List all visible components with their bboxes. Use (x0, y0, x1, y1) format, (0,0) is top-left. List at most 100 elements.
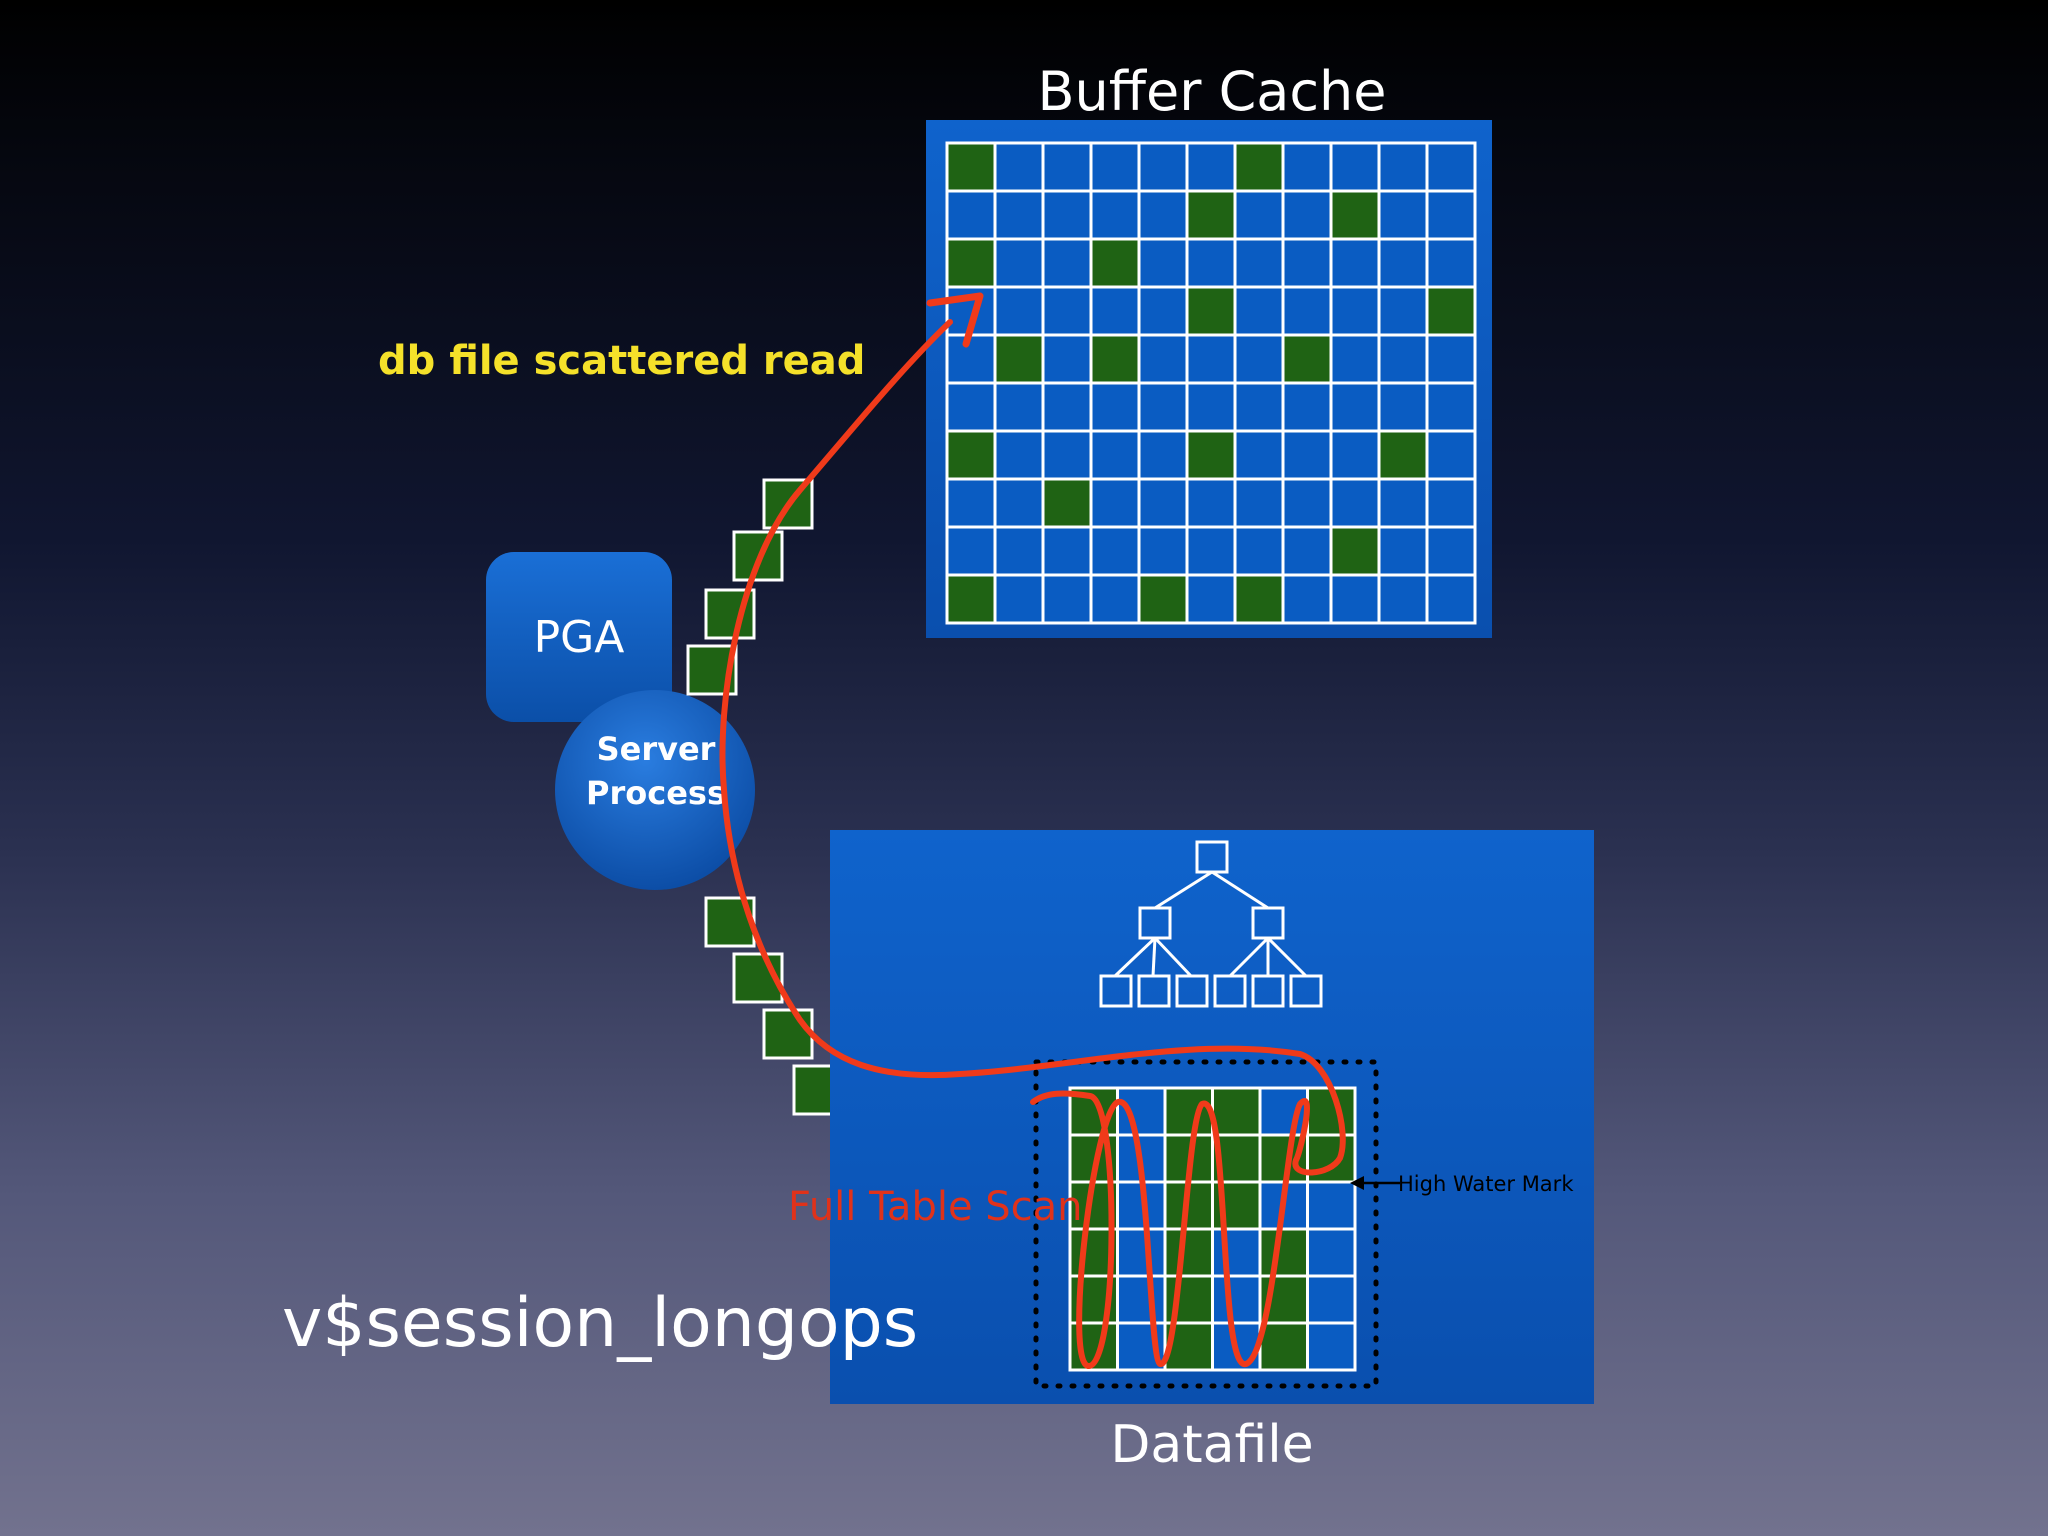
full-table-scan-path (719, 319, 1346, 1369)
index-leaf-node (1175, 974, 1209, 1008)
cache-block-empty (1329, 429, 1381, 481)
index-leaf-node (1137, 974, 1171, 1008)
cache-block-empty (993, 573, 1045, 625)
cache-block-filled (1281, 333, 1333, 385)
cache-block-filled (1185, 429, 1237, 481)
cache-block-empty (1185, 141, 1237, 193)
cache-block-empty (945, 189, 997, 241)
table-block-filled (1163, 1227, 1214, 1278)
cache-block-empty (1041, 573, 1093, 625)
cache-block-empty (1185, 573, 1237, 625)
index-leaf-node (1099, 974, 1133, 1008)
server-process-circle (555, 690, 755, 890)
server-process-label-line1: Server (597, 730, 716, 768)
cache-block-empty (1137, 525, 1189, 577)
table-block-empty (1211, 1274, 1262, 1325)
transit-block (762, 1008, 814, 1060)
cache-block-empty (1185, 477, 1237, 529)
cache-block-empty (1137, 237, 1189, 289)
cache-block-empty (1089, 189, 1141, 241)
cache-block-filled (1041, 477, 1093, 529)
arrowhead (926, 292, 984, 348)
index-branch-node (1138, 906, 1172, 940)
cache-block-empty (993, 237, 1045, 289)
cache-block-empty (1377, 525, 1429, 577)
table-segment-outline (1033, 1059, 1379, 1389)
cache-block-empty (1089, 429, 1141, 481)
cache-block-empty (993, 525, 1045, 577)
cache-block-empty (1425, 237, 1477, 289)
cache-block-filled (1137, 573, 1189, 625)
cache-block-filled (1425, 285, 1477, 337)
cache-block-empty (1281, 477, 1333, 529)
table-block-filled (1211, 1086, 1262, 1137)
cache-block-empty (1377, 141, 1429, 193)
cache-block-filled (945, 237, 997, 289)
cache-block-empty (1233, 381, 1285, 433)
cache-block-empty (1329, 477, 1381, 529)
cache-block-filled (1185, 189, 1237, 241)
cache-block-empty (1233, 333, 1285, 385)
cache-block-empty (1137, 429, 1189, 481)
cache-block-empty (1185, 237, 1237, 289)
cache-block-filled (993, 333, 1045, 385)
cache-block-empty (1425, 477, 1477, 529)
blocks-from-datafile (704, 896, 844, 1116)
cache-block-empty (1233, 477, 1285, 529)
session-longops-view-label: v$session_longops (282, 1284, 918, 1363)
cache-block-empty (1233, 429, 1285, 481)
cache-block-empty (1281, 573, 1333, 625)
cache-block-empty (1329, 381, 1381, 433)
cache-block-empty (1329, 237, 1381, 289)
table-block-empty (1306, 1321, 1357, 1372)
cache-block-empty (1377, 333, 1429, 385)
table-block-empty (1306, 1180, 1357, 1231)
cache-block-empty (1281, 189, 1333, 241)
table-block-filled (1258, 1321, 1309, 1372)
cache-block-empty (993, 285, 1045, 337)
cache-block-empty (1425, 525, 1477, 577)
pga-label: PGA (534, 612, 625, 663)
cache-block-empty (1041, 141, 1093, 193)
cache-block-empty (1089, 285, 1141, 337)
cache-block-empty (1329, 285, 1381, 337)
cache-block-empty (1281, 525, 1333, 577)
cache-block-empty (1041, 429, 1093, 481)
cache-block-empty (1377, 573, 1429, 625)
index-leaf-node (1289, 974, 1323, 1008)
cache-block-empty (1425, 429, 1477, 481)
cache-block-filled (1089, 333, 1141, 385)
high-water-mark-label: High Water Mark (1398, 1172, 1574, 1196)
cache-block-empty (993, 429, 1045, 481)
cache-block-empty (1041, 381, 1093, 433)
cache-block-filled (1233, 573, 1285, 625)
cache-block-empty (945, 333, 997, 385)
cache-block-empty (1233, 285, 1285, 337)
cache-block-empty (1233, 237, 1285, 289)
cache-block-empty (1137, 381, 1189, 433)
cache-block-filled (1377, 429, 1429, 481)
cache-block-empty (993, 189, 1045, 241)
cache-block-empty (1281, 141, 1333, 193)
table-block-filled (1258, 1227, 1309, 1278)
server-process-label-line2: Process (586, 774, 726, 812)
cache-block-empty (1233, 525, 1285, 577)
cache-block-empty (1281, 381, 1333, 433)
datafile-title: Datafile (1110, 1415, 1313, 1475)
cache-block-empty (1281, 429, 1333, 481)
index-branch-node (1251, 906, 1285, 940)
cache-block-empty (1041, 525, 1093, 577)
full-table-scan-label: Full Table Scan (788, 1184, 1083, 1230)
index-tree (1099, 840, 1323, 1008)
cache-block-filled (945, 141, 997, 193)
cache-block-empty (993, 141, 1045, 193)
table-block-filled (1163, 1086, 1214, 1137)
cache-block-empty (1089, 573, 1141, 625)
cache-block-empty (1281, 237, 1333, 289)
cache-block-filled (1329, 525, 1381, 577)
cache-block-empty (993, 477, 1045, 529)
cache-block-empty (1185, 381, 1237, 433)
table-block-empty (1116, 1227, 1167, 1278)
cache-block-empty (1329, 141, 1381, 193)
